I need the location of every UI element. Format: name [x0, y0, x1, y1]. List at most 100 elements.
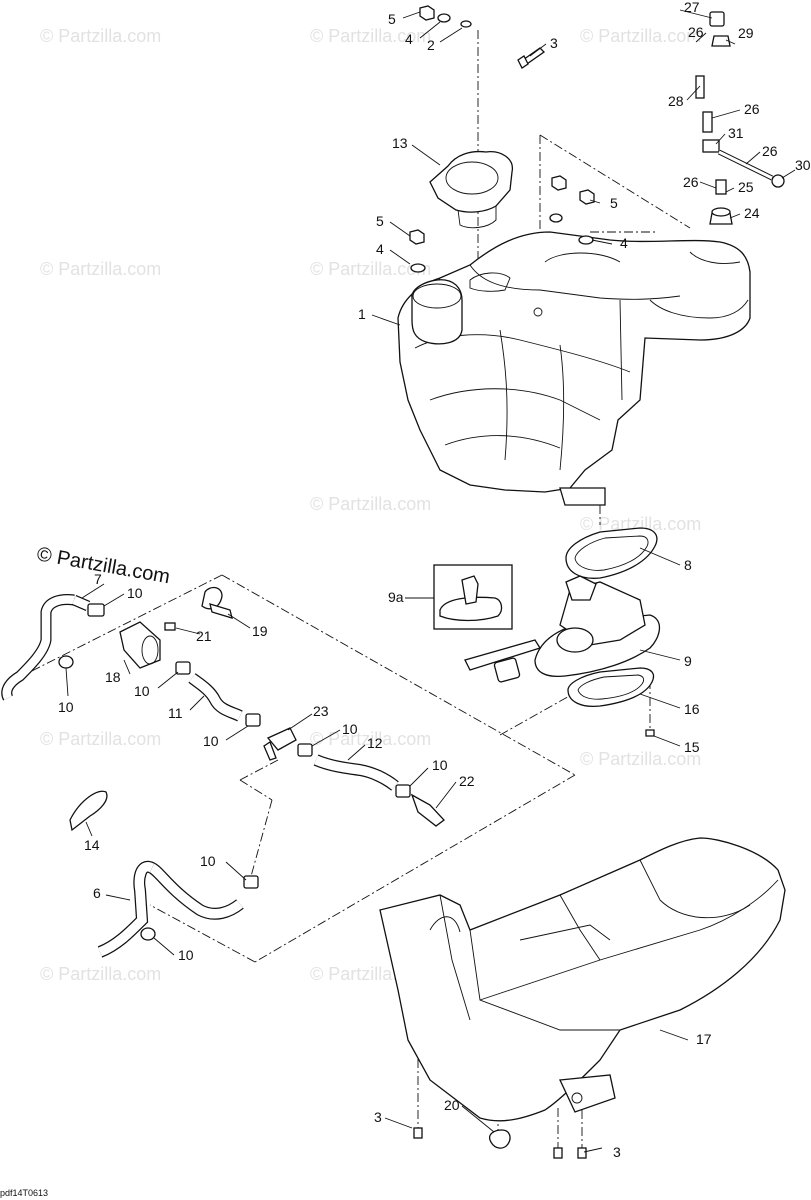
callout-29: 29: [738, 25, 754, 41]
callout-10: 10: [203, 733, 219, 749]
callout-1: 1: [358, 306, 366, 322]
callout-7: 7: [94, 571, 102, 587]
hose-clamp: [87, 603, 105, 617]
hose-clamp: [243, 875, 259, 889]
hex-nut: [419, 5, 435, 21]
reference-code: pdf14T0613: [0, 1188, 48, 1198]
hose-clamp: [395, 784, 411, 798]
callout-31: 31: [728, 125, 744, 141]
fuel-level-arm: [464, 639, 541, 671]
callout-2: 2: [427, 37, 435, 53]
callout-21: 21: [196, 628, 212, 644]
tee-fitting: [266, 727, 297, 751]
hose-clamp: [245, 713, 261, 727]
watermark-text: © Partzilla.com: [40, 26, 161, 46]
callout-12: 12: [367, 735, 383, 751]
callout-24: 24: [744, 205, 760, 221]
quick-connector: [410, 793, 445, 827]
callout-6: 6: [93, 885, 101, 901]
callout-3: 3: [613, 1144, 621, 1160]
callout-22: 22: [459, 773, 475, 789]
callout-26: 26: [683, 174, 699, 190]
washer: [578, 235, 594, 245]
cable-tie: [69, 790, 108, 832]
vent-check-valve: [709, 11, 725, 27]
filter-bracket: [201, 586, 223, 610]
leader-lines: [65, 9, 796, 1153]
bolt: [553, 1147, 563, 1159]
callout-10: 10: [58, 699, 74, 715]
hose-clamp: [175, 661, 191, 675]
callout-4: 4: [405, 31, 413, 47]
fuel-filter: [119, 621, 161, 669]
callouts: 5 4 2 3 13 5 4 1 5 4 27 26 29 28 26 31 2…: [58, 0, 811, 1160]
grommet-29: [711, 35, 731, 47]
callout-9a: 9a: [388, 589, 404, 605]
watermark-text: © Partzilla.com: [310, 729, 431, 749]
watermark-text: © Partzilla.com: [310, 26, 431, 46]
hose-connector: [695, 75, 705, 99]
bolt: [413, 1127, 423, 1139]
hose-connector: [702, 111, 713, 133]
callout-9: 9: [684, 653, 692, 669]
washer: [410, 263, 426, 273]
callout-10: 10: [200, 853, 216, 869]
callout-27: 27: [684, 0, 700, 15]
support-bracket: [559, 1074, 616, 1113]
float: [493, 657, 521, 683]
fuel-cap: [429, 150, 513, 229]
callout-10: 10: [178, 947, 194, 963]
callout-30: 30: [795, 157, 811, 173]
callout-5: 5: [388, 11, 396, 27]
watermark-text: © Partzilla.com: [40, 259, 161, 279]
callout-3: 3: [374, 1109, 382, 1125]
callout-13: 13: [392, 135, 408, 151]
watermark-text: © Partzilla.com: [310, 494, 431, 514]
hex-nut: [551, 175, 567, 191]
watermark-text: © Partzilla.com: [580, 26, 701, 46]
callout-11: 11: [168, 705, 183, 721]
fuel-hose-assembly: [1, 586, 445, 958]
callout-26: 26: [762, 143, 778, 159]
tank-mounting-tab: [559, 487, 606, 506]
watermark-text: © Partzilla.com: [580, 749, 701, 769]
callout-8: 8: [684, 557, 692, 573]
callout-23: 23: [313, 703, 329, 719]
callout-3: 3: [550, 35, 558, 51]
fuel-pump-group: [433, 527, 661, 737]
watermarks: © Partzilla.com © Partzilla.com © Partzi…: [40, 26, 701, 989]
hose-clamp: [58, 655, 74, 669]
pump-lower-gasket: [567, 667, 655, 708]
hex-nut: [579, 189, 595, 205]
callout-5: 5: [376, 213, 384, 229]
screw: [164, 622, 176, 631]
washer: [460, 20, 472, 28]
fuel-tank-support: [379, 837, 786, 1159]
washer: [437, 13, 451, 23]
hose-clamp: [297, 743, 313, 757]
watermark-text: © Partzilla.com: [310, 259, 431, 279]
callout-25: 25: [738, 179, 754, 195]
callout-10: 10: [134, 683, 150, 699]
callout-28: 28: [668, 93, 684, 109]
callout-17: 17: [696, 1031, 712, 1047]
bolt: [577, 1147, 587, 1159]
copyright-text: © Partzilla.com: [35, 543, 172, 588]
hose-clamp: [715, 179, 727, 195]
upper-hardware: [409, 5, 595, 273]
washer: [549, 213, 563, 223]
grommet-20: [488, 1129, 511, 1149]
watermark-text: © Partzilla.com: [580, 514, 701, 534]
callout-26: 26: [688, 24, 704, 40]
callout-26: 26: [744, 101, 760, 117]
callout-18: 18: [105, 669, 121, 685]
watermark-text: © Partzilla.com: [40, 964, 161, 984]
vent-line-assembly: [688, 11, 785, 225]
callout-16: 16: [684, 701, 700, 717]
watermark-text: © Partzilla.com: [40, 729, 161, 749]
fuel-tank: [397, 231, 751, 506]
callout-4: 4: [376, 241, 384, 257]
hose-clamp: [140, 927, 156, 941]
callout-14: 14: [84, 837, 100, 853]
